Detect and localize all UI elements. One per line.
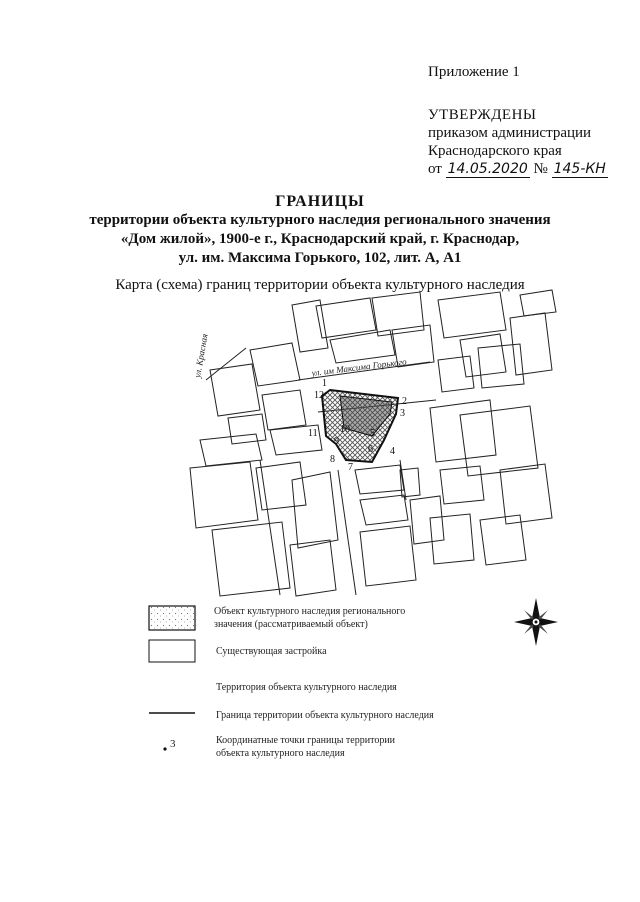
point-label-4: 4 [390, 446, 395, 457]
building [499, 463, 553, 525]
approval-block: УТВЕРЖДЕНЫ приказом администрации Красно… [428, 106, 608, 178]
point-label-10: 10 [340, 424, 350, 435]
title-line-1: территории объекта культурного наследия … [89, 212, 551, 228]
legend-territory-text: Территория объекта культурного наследия [216, 682, 397, 693]
building [359, 525, 417, 587]
compass-rose-icon [514, 598, 558, 646]
building [409, 495, 445, 545]
building [354, 464, 405, 495]
building [429, 513, 475, 565]
point-label-8: 8 [330, 454, 335, 465]
point-label-2: 2 [402, 396, 407, 407]
point-label-5: 5 [370, 428, 375, 439]
building [359, 494, 409, 526]
legend [148, 605, 196, 751]
legend-coordinates-line1: Координатные точки границы территории [216, 735, 396, 746]
legend-heritage-line1: Объект культурного наследия региональног… [214, 606, 406, 617]
building [269, 424, 323, 456]
point-label-1: 1 [322, 378, 327, 389]
building [189, 461, 259, 529]
order-number-label: № [533, 161, 548, 177]
building [439, 465, 485, 505]
point-label-11: 11 [308, 428, 318, 439]
legend-coordinates-line2: объекта культурного наследия [216, 748, 345, 759]
order-number: 145-КН [551, 161, 608, 178]
building [371, 291, 425, 337]
building [291, 299, 329, 353]
building [261, 389, 307, 431]
legend-existing-buildings-text: Существующая застройка [216, 646, 327, 657]
point-label-3: 3 [400, 408, 405, 419]
building [291, 471, 339, 549]
point-label-6: 6 [368, 444, 373, 455]
building [249, 342, 301, 387]
building [399, 467, 421, 498]
order-prefix: от [428, 161, 442, 177]
point-label-9: 9 [334, 436, 339, 447]
building [199, 433, 263, 467]
building [429, 399, 497, 463]
legend-heritage-object-text: Объект культурного наследия региональног… [214, 605, 405, 631]
title-line-3: ул. им. Максима Горького, 102, лит. А, А… [178, 250, 462, 266]
building [255, 461, 307, 511]
approved-region-line: Краснодарского края [428, 143, 562, 159]
legend-boundary-text: Граница территории объекта культурного н… [216, 710, 434, 721]
building [209, 363, 261, 417]
building [315, 297, 377, 339]
building [437, 291, 507, 339]
building [459, 405, 539, 477]
building [437, 355, 475, 393]
title-line-2: «Дом жилой», 1900-е г., Краснодарский кр… [120, 231, 520, 247]
point-label-12: 12 [314, 390, 324, 401]
legend-swatch-existing-buildings [148, 639, 196, 663]
legend-point-number: 3 [170, 738, 176, 750]
boundary-points: 1 2 3 4 5 6 7 8 9 10 11 12 [308, 378, 407, 473]
building [227, 413, 267, 445]
legend-coordinates-text: Координатные точки границы территории об… [216, 734, 395, 760]
heritage-object-footprint [339, 395, 393, 437]
order-date: 14.05.2020 [445, 161, 530, 178]
building [477, 343, 525, 389]
legend-point-sample [163, 747, 167, 751]
street-edges [205, 347, 437, 596]
building [289, 539, 337, 597]
point-label-7: 7 [348, 462, 353, 473]
title-main: ГРАНИЦЫ [275, 193, 365, 210]
building [519, 289, 557, 317]
legend-heritage-line2: значения (рассматриваемый объект) [214, 619, 368, 630]
building [459, 333, 507, 378]
appendix-label: Приложение 1 [428, 64, 520, 80]
street-label-krasnaya: ул. Красная [192, 333, 210, 379]
document-title: ГРАНИЦЫ территории объекта культурного н… [0, 192, 640, 268]
building [391, 324, 435, 368]
map-caption: Карта (схема) границ территории объекта … [115, 277, 525, 293]
building [329, 329, 396, 364]
existing-buildings [189, 289, 557, 597]
building [211, 521, 291, 597]
heritage-territory [320, 388, 400, 464]
building [479, 514, 527, 566]
order-line: от 14.05.2020 № 145-КН [428, 160, 608, 178]
legend-swatch-heritage-object [148, 605, 196, 631]
approved-by-line: приказом администрации [428, 125, 592, 141]
approved-title: УТВЕРЖДЕНЫ [428, 107, 537, 123]
